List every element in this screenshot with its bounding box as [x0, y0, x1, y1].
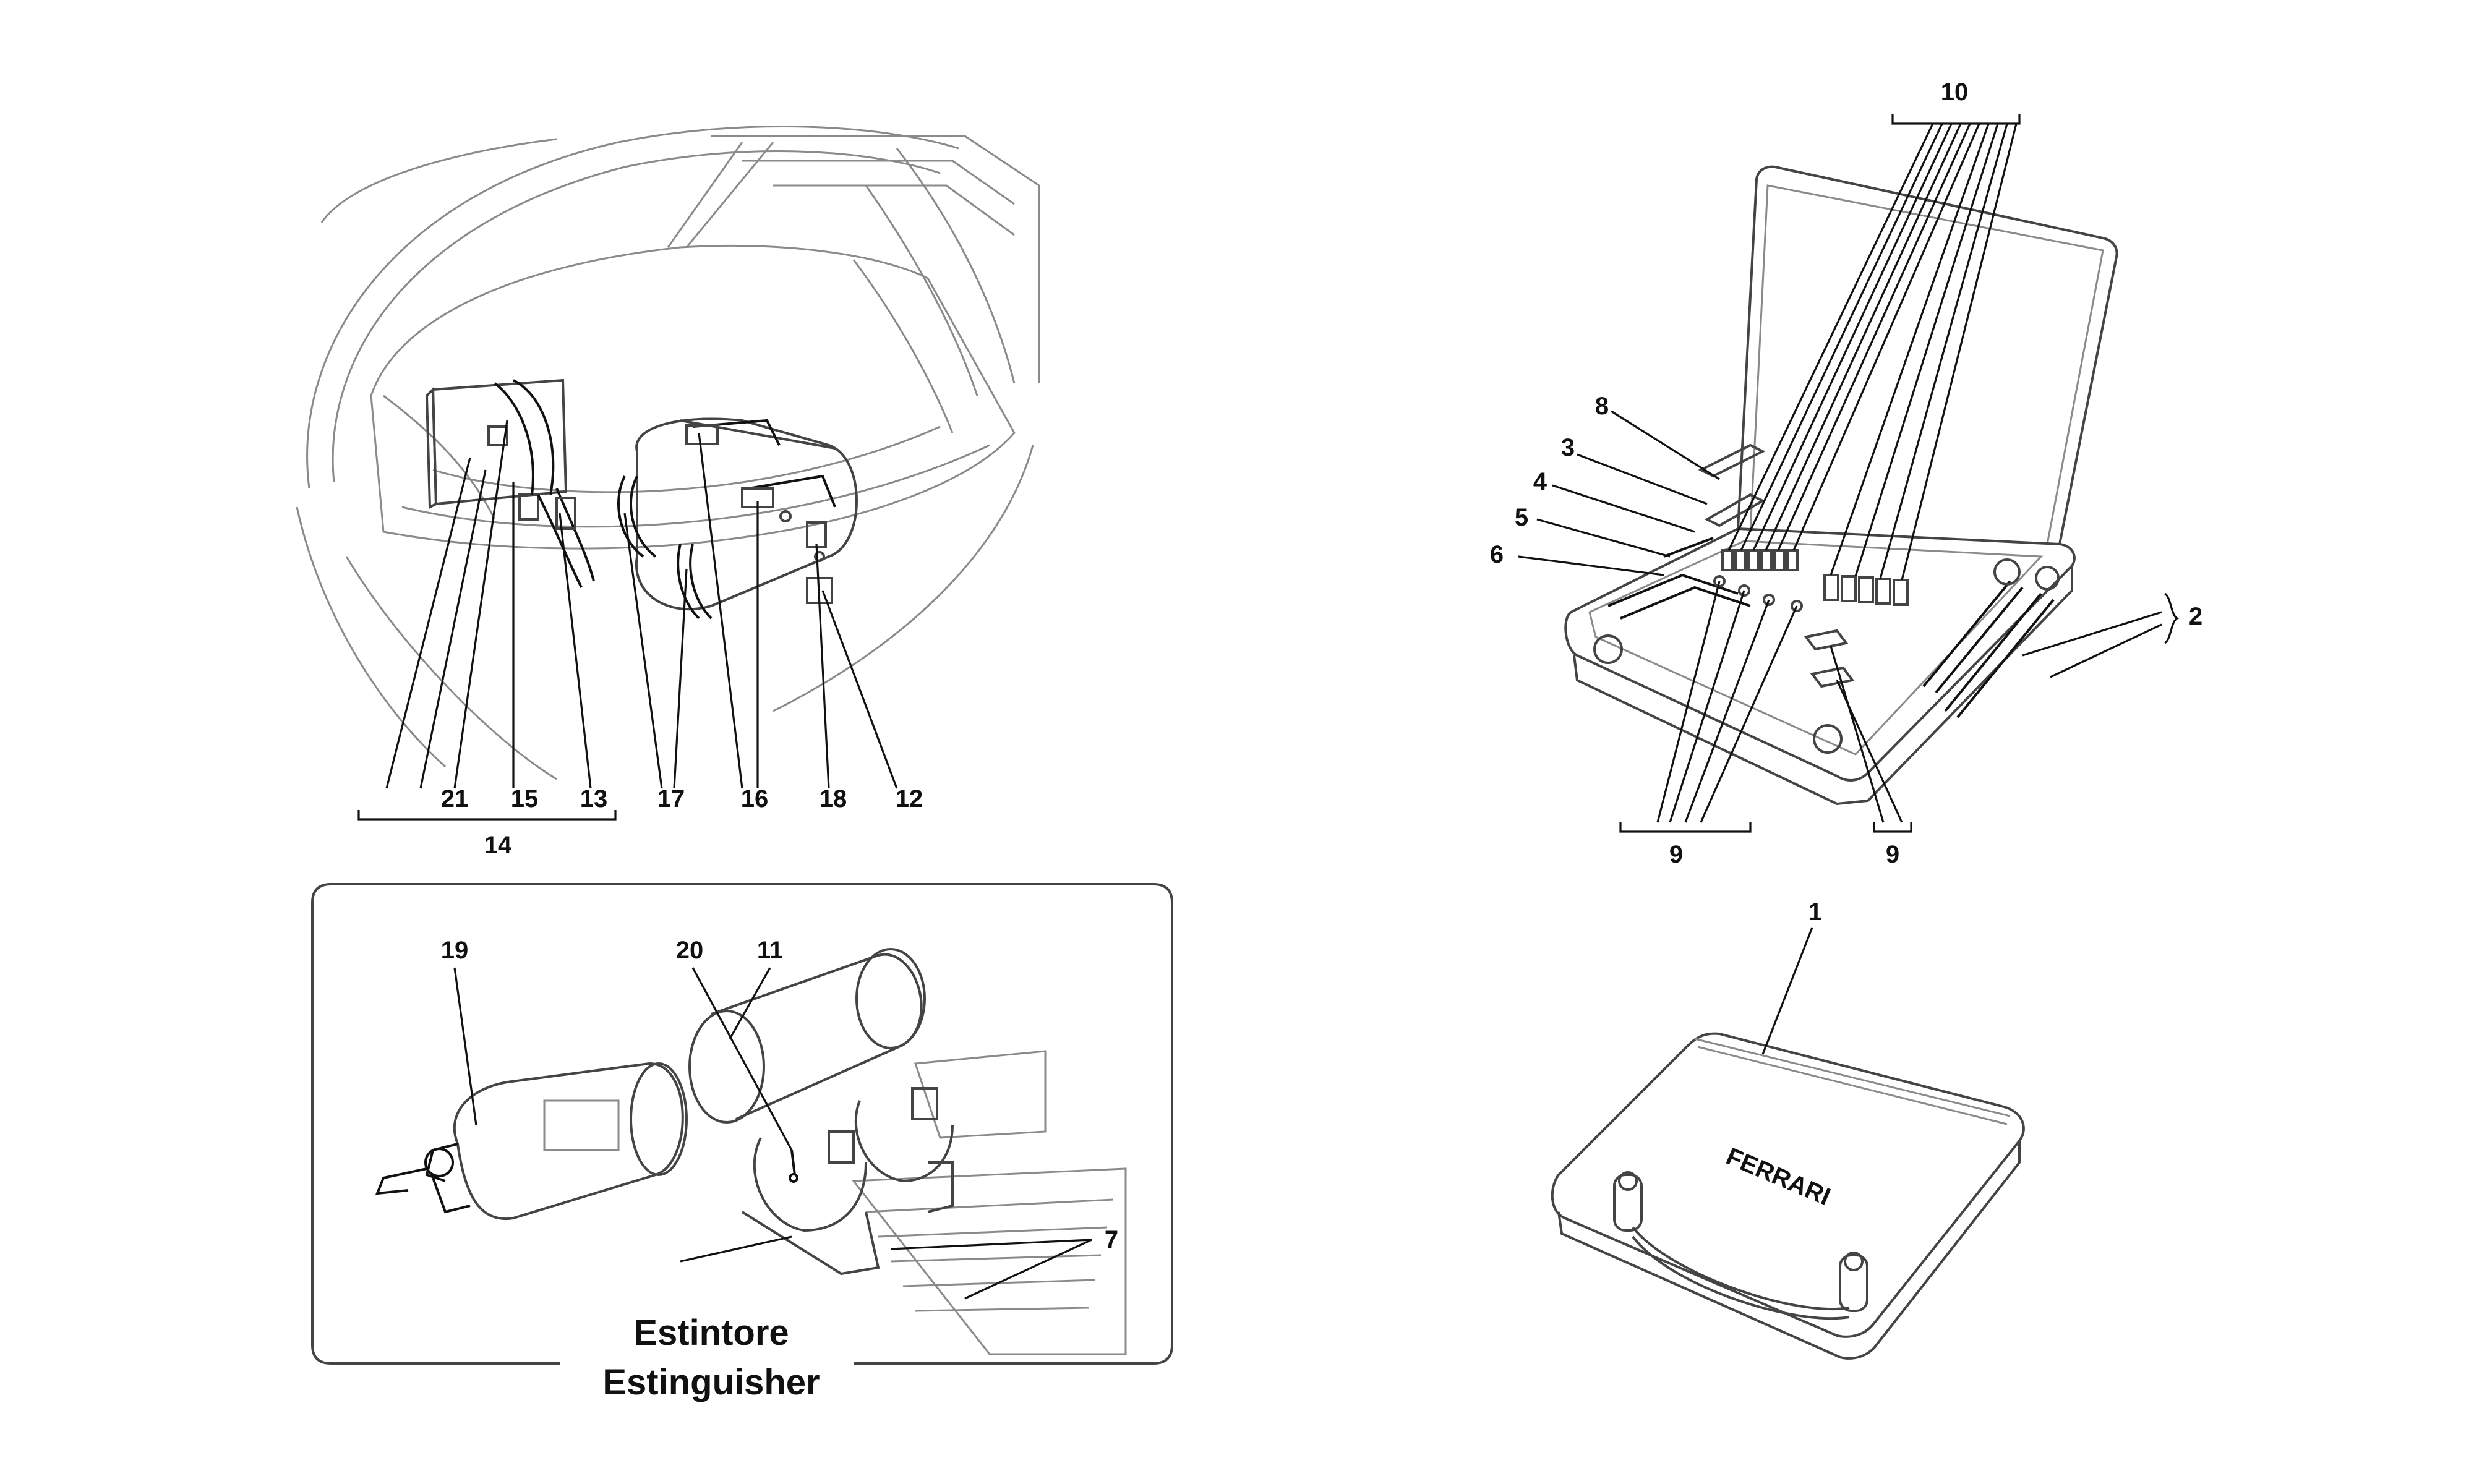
extinguisher-illustration — [375, 948, 1127, 1355]
callout-19: 19 — [441, 937, 469, 964]
callout-9b: 9 — [1886, 841, 1899, 868]
callout-21: 21 — [441, 785, 469, 812]
trunk-illustration — [296, 126, 1040, 780]
case-leaders — [1761, 927, 1813, 1055]
caption-estinguisher: Estinguisher — [602, 1362, 820, 1402]
extinguisher-callouts: 19 20 11 7 — [441, 937, 1118, 1253]
case-logo: FERRARI — [1723, 1143, 1834, 1211]
callout-6: 6 — [1490, 541, 1504, 568]
trunk-leaders — [357, 420, 898, 821]
callout-7: 7 — [1105, 1226, 1118, 1253]
callout-8: 8 — [1595, 393, 1609, 420]
callout-17: 17 — [657, 785, 685, 812]
callout-10: 10 — [1941, 79, 1969, 106]
callout-12: 12 — [896, 785, 923, 812]
callout-14: 14 — [484, 832, 512, 859]
callout-18: 18 — [820, 785, 847, 812]
callout-11: 11 — [757, 937, 783, 964]
callout-15: 15 — [511, 785, 539, 812]
trunk-callouts: 21 15 13 17 16 18 12 14 — [441, 785, 923, 859]
callout-5: 5 — [1515, 504, 1528, 531]
callout-13: 13 — [580, 785, 608, 812]
extinguisher-leaders — [453, 967, 1092, 1300]
callout-1: 1 — [1808, 898, 1822, 926]
extinguisher-frame — [311, 883, 1173, 1365]
toolkit-callouts: 10 8 3 4 5 6 2 9 9 — [1490, 79, 2202, 868]
callout-16: 16 — [741, 785, 769, 812]
caption-estintore: Estintore — [633, 1313, 789, 1353]
callout-9a: 9 — [1669, 841, 1683, 868]
toolkit-leaders — [1518, 114, 2180, 833]
callout-3: 3 — [1561, 434, 1575, 461]
callout-2: 2 — [2189, 603, 2202, 630]
toolkit-illustration — [1564, 165, 2118, 806]
callout-4: 4 — [1533, 468, 1547, 495]
callout-20: 20 — [676, 937, 704, 964]
closed-case-illustration — [1551, 1032, 2025, 1360]
